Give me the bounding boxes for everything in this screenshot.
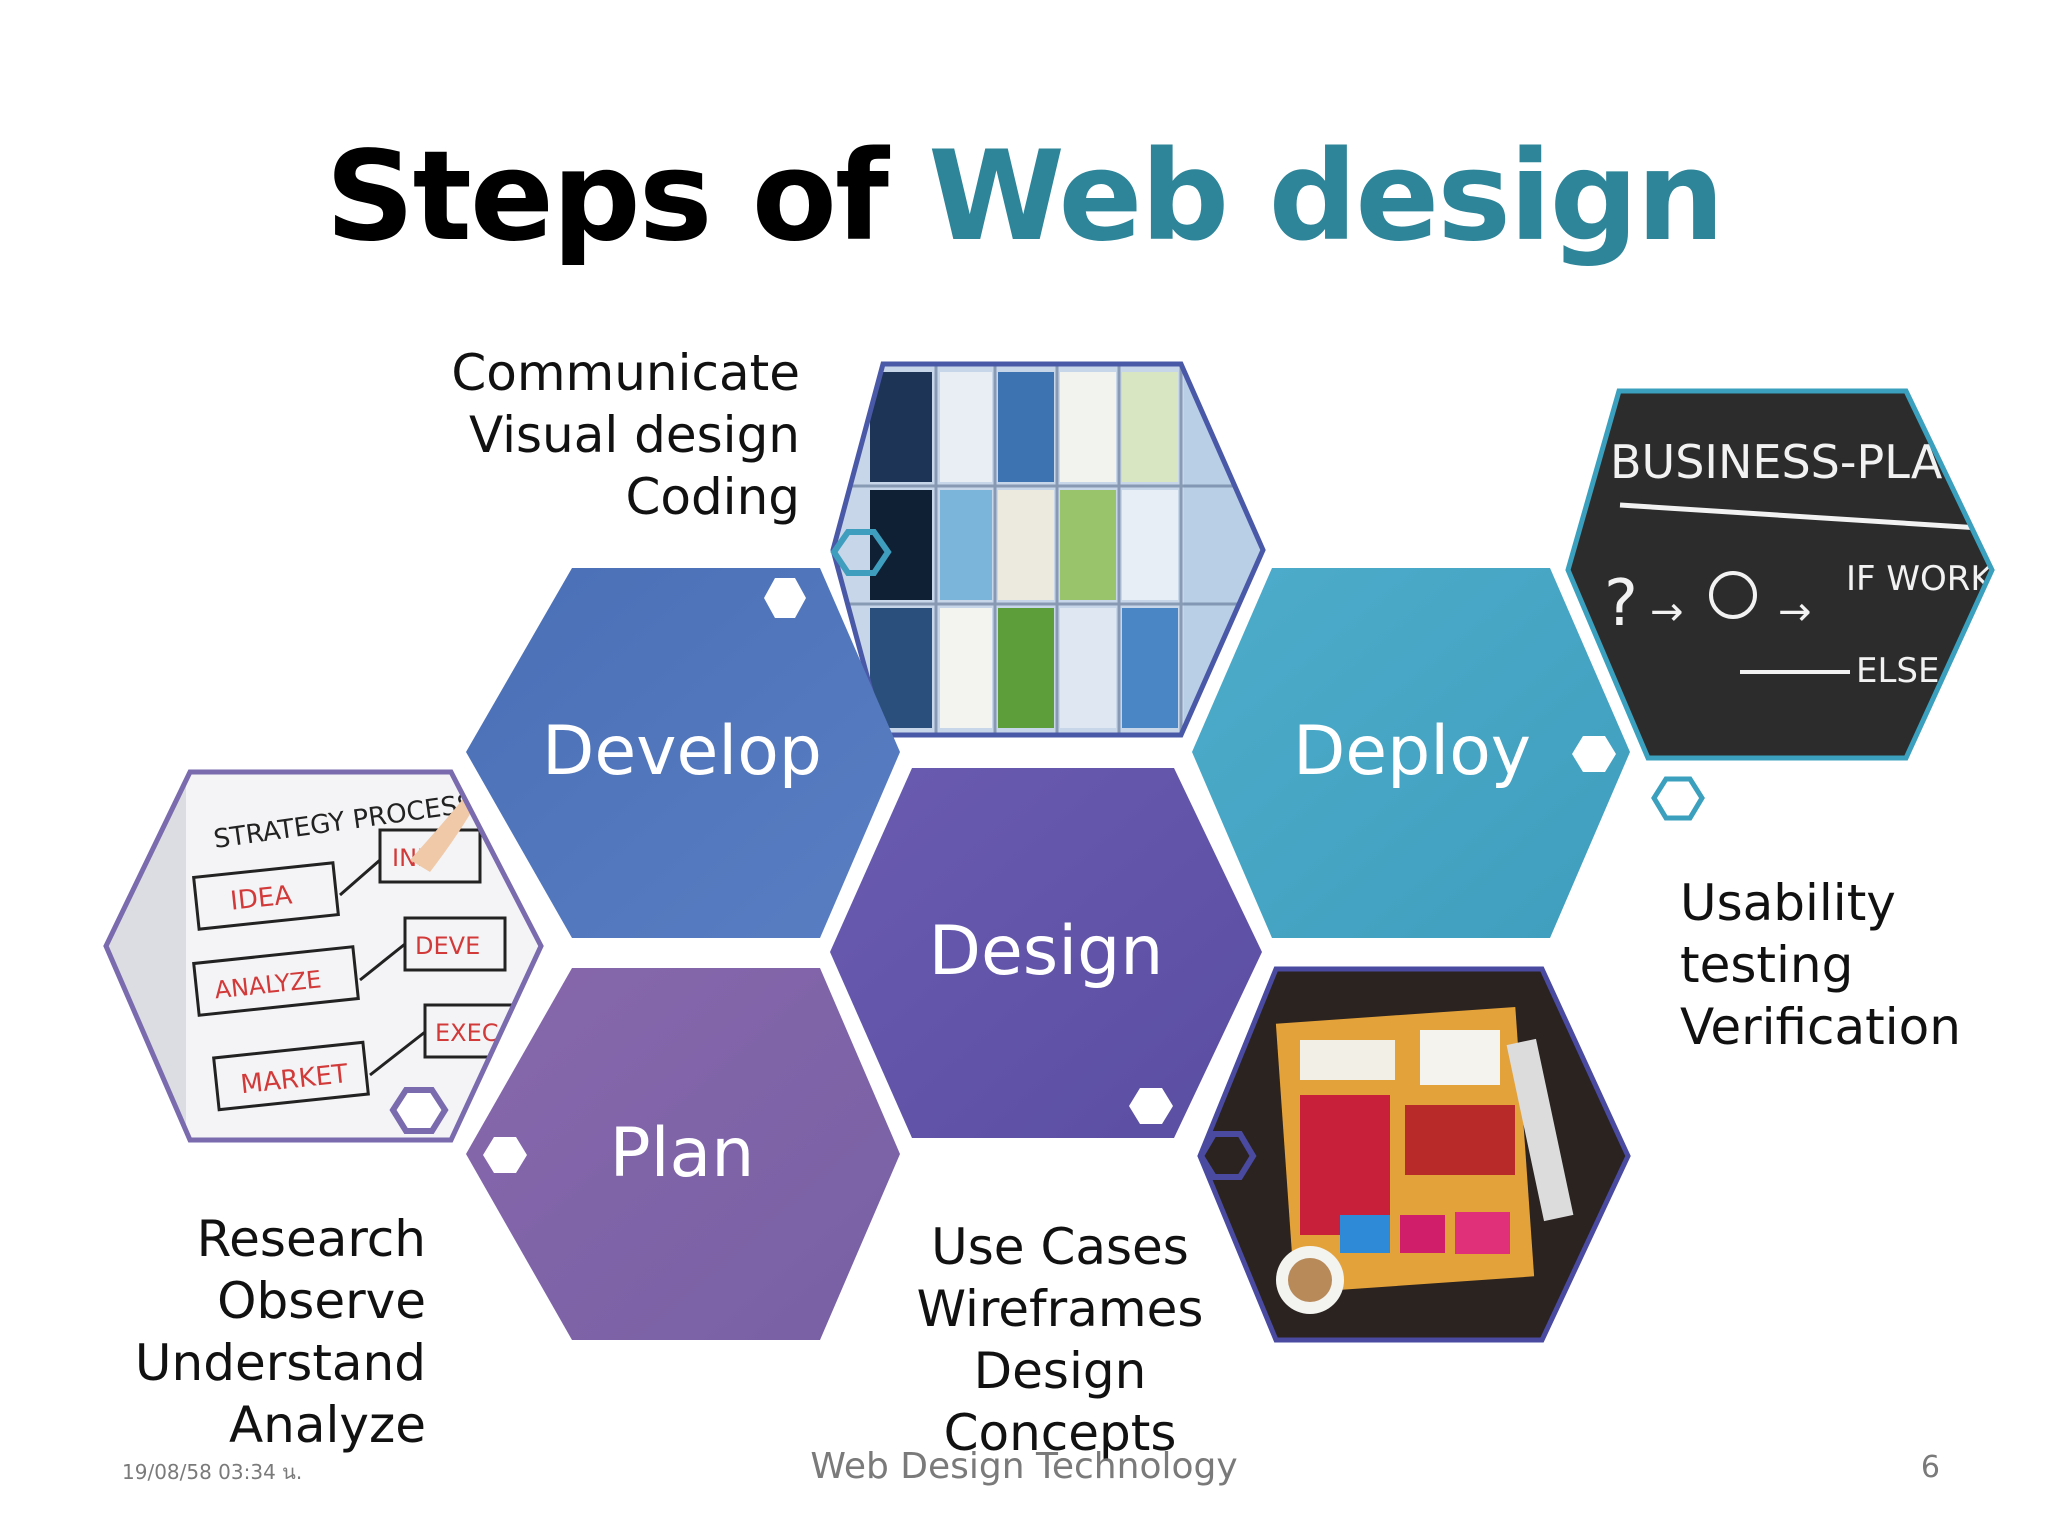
detail-line: Understand <box>134 1334 426 1392</box>
detail-line: Communicate <box>451 344 800 402</box>
title-black-part: Steps of <box>325 125 929 269</box>
design-details: Use Cases Wireframes Design Concepts <box>880 1216 1240 1464</box>
detail-line: Research <box>196 1210 426 1268</box>
deploy-details: Usability testing Verification <box>1680 872 2020 1058</box>
detail-line: Verification <box>1680 998 1961 1056</box>
title-accent-part: Web design <box>928 125 1725 269</box>
deploy-hexagon[interactable] <box>1192 568 1630 938</box>
chalkboard-else: ELSE <box>1856 651 1940 691</box>
design-hexagon[interactable] <box>830 768 1262 1138</box>
detail-line: testing <box>1680 936 1854 994</box>
develop-hexagon[interactable] <box>466 568 900 938</box>
plan-hexagon[interactable] <box>466 968 900 1340</box>
deploy-label: Deploy <box>1292 712 1532 791</box>
detail-line: Analyze <box>228 1396 426 1454</box>
small-hexagon-plan-image <box>389 1087 449 1134</box>
detail-line: Coding <box>625 468 800 526</box>
small-hexagon-design-image <box>1197 1131 1257 1180</box>
chalkboard-if-work: IF WORK <box>1846 559 1994 599</box>
footer-date: 19/08/58 03:34 น. <box>122 1460 303 1484</box>
design-label: Design <box>928 912 1164 991</box>
footer-course: Web Design Technology <box>810 1446 1238 1487</box>
develop-label: Develop <box>542 712 822 791</box>
strategy-deve: DEVE <box>415 932 480 960</box>
deploy-image-hexagon: BUSINESS-PLAN ? → → IF WORK ELSE <box>1565 388 1995 761</box>
plan-label: Plan <box>609 1114 755 1193</box>
svg-text:→: → <box>1650 589 1684 635</box>
detail-line: Concepts <box>943 1404 1177 1462</box>
detail-line: Design <box>973 1342 1147 1400</box>
detail-line: Wireframes <box>916 1280 1204 1338</box>
small-hexagon-design <box>1129 1088 1173 1124</box>
svg-text:?: ? <box>1604 567 1638 641</box>
small-hexagon-deploy-outline <box>1651 776 1705 821</box>
small-hexagon-deploy <box>1572 736 1616 772</box>
chalkboard-heading: BUSINESS-PLAN <box>1610 435 1977 489</box>
slide-title: Steps of Web design <box>0 135 2048 259</box>
plan-details: Research Observe Understand Analyze <box>90 1208 426 1456</box>
plan-image-hexagon: STRATEGY PROCESS IDEA ANALYZE MARKET INN… <box>103 769 544 1143</box>
develop-image-hexagon <box>830 361 1266 738</box>
detail-line: Usability <box>1680 874 1896 932</box>
detail-line: Observe <box>217 1272 426 1330</box>
design-image-hexagon <box>1197 966 1631 1343</box>
strategy-idea: IDEA <box>229 880 294 916</box>
small-hexagon-plan <box>483 1137 527 1173</box>
detail-line: Use Cases <box>931 1218 1189 1276</box>
develop-details: Communicate Visual design Coding <box>360 342 800 528</box>
detail-line: Visual design <box>468 406 800 464</box>
small-hexagon-develop-image <box>830 529 892 576</box>
small-hexagon-develop <box>764 578 806 618</box>
page-number: 6 <box>1920 1450 1940 1485</box>
svg-text:→: → <box>1778 589 1812 635</box>
strategy-exec: EXEC <box>435 1019 499 1047</box>
